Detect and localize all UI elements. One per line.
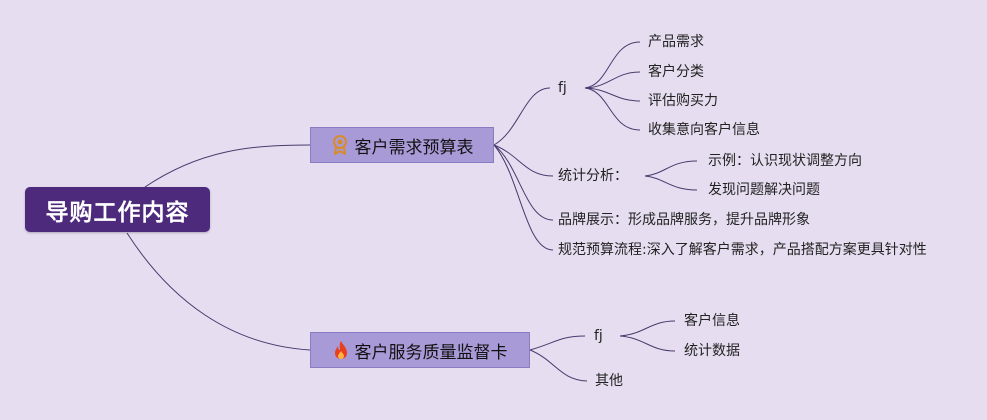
connector-fj2-leaf-1	[619, 320, 676, 337]
leaf-topic[interactable]: 收集意向客户信息	[648, 122, 760, 138]
root-topic[interactable]: 导购工作内容	[25, 187, 210, 232]
connector-b1-process	[493, 144, 554, 251]
award-ribbon-icon	[331, 135, 349, 155]
leaf-topic[interactable]: 产品需求	[648, 34, 704, 50]
fire-icon	[333, 340, 349, 360]
connector-b1-fj	[493, 87, 551, 146]
connector-b1-brand	[493, 144, 554, 221]
subtopic-other[interactable]: 其他	[595, 373, 623, 389]
leaf-topic[interactable]: 示例：认识现状调整方向	[708, 153, 862, 169]
connector-b2-fj	[529, 335, 586, 351]
leaf-topic[interactable]: 评估购买力	[648, 93, 718, 109]
branch-label: 客户服务质量监督卡	[354, 342, 508, 363]
connector-b2-other	[529, 349, 588, 382]
branch-label: 客户需求预算表	[354, 137, 474, 158]
subtopic-budget-process[interactable]: 规范预算流程:深入了解客户需求，产品搭配方案更具针对性	[558, 242, 927, 258]
subtopic-statistics[interactable]: 统计分析：	[558, 168, 628, 184]
connector-fj1-leaf-2	[584, 71, 641, 89]
connector-fj1-leaf-3	[584, 87, 641, 102]
connector-root-branch-2	[126, 232, 311, 351]
subtopic-fj[interactable]: fj	[594, 328, 603, 344]
leaf-topic[interactable]: 统计数据	[684, 343, 740, 359]
branch-customer-budget[interactable]: 客户需求预算表	[310, 127, 494, 163]
leaf-topic[interactable]: 发现问题解决问题	[708, 182, 820, 198]
connector-stats-leaf-1	[644, 160, 698, 177]
subtopic-fj[interactable]: fj	[558, 80, 567, 96]
connector-fj1-leaf-4	[584, 87, 641, 131]
branch-service-quality-card[interactable]: 客户服务质量监督卡	[310, 332, 530, 368]
connector-fj2-leaf-2	[619, 335, 676, 352]
leaf-topic[interactable]: 客户信息	[684, 313, 740, 329]
connector-stats-leaf-2	[644, 175, 698, 191]
connector-root-branch-1	[144, 144, 311, 188]
connector-fj1-leaf-1	[584, 41, 641, 89]
connector-b1-stats	[493, 144, 554, 177]
subtopic-brand-display[interactable]: 品牌展示：形成品牌服务，提升品牌形象	[558, 212, 810, 228]
leaf-topic[interactable]: 客户分类	[648, 64, 704, 80]
